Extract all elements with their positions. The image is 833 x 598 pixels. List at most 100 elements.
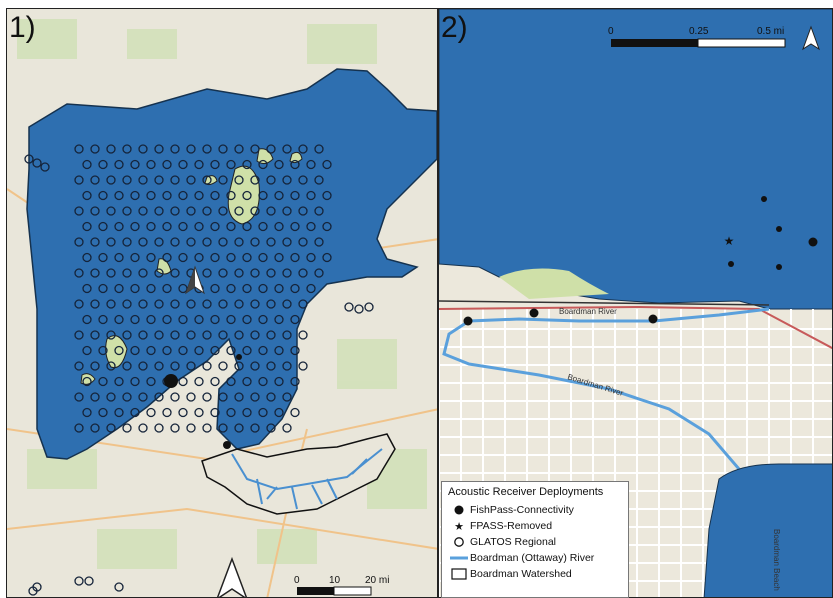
glatos-receiver <box>322 159 332 170</box>
glatos-receiver <box>32 158 42 168</box>
glatos-receiver <box>242 190 252 201</box>
glatos-receiver <box>138 361 148 371</box>
watershed-outline <box>201 433 396 515</box>
glatos-receiver <box>218 299 228 309</box>
open-circle-icon <box>454 537 464 547</box>
glatos-receiver <box>170 237 180 247</box>
glatos-receiver <box>82 252 92 263</box>
glatos-receiver <box>202 175 212 185</box>
glatos-receiver <box>130 407 140 418</box>
glatos-receiver <box>82 283 92 294</box>
svg-text:★: ★ <box>724 234 735 248</box>
glatos-receiver <box>170 423 180 433</box>
glatos-receiver <box>146 376 156 387</box>
glatos-receiver <box>290 221 300 232</box>
glatos-receiver <box>266 144 276 154</box>
glatos-receiver <box>202 392 212 402</box>
glatos-receiver <box>98 252 108 263</box>
legend-label: GLATOS Regional <box>470 536 556 548</box>
glatos-receiver <box>258 345 268 356</box>
glatos-receiver <box>178 221 188 232</box>
glatos-receiver <box>122 268 132 278</box>
glatos-receiver <box>266 299 276 309</box>
map-panel-1: 0 10 20 mi 1) <box>6 8 438 598</box>
glatos-receiver <box>234 144 244 154</box>
svg-text:★: ★ <box>454 521 464 532</box>
glatos-receiver <box>274 159 284 170</box>
glatos-receiver <box>250 330 260 340</box>
legend-item-river: Boardman (Ottaway) River <box>448 550 622 566</box>
glatos-receiver <box>114 159 124 170</box>
map-legend: Acoustic Receiver Deployments FishPass-C… <box>441 481 629 598</box>
glatos-receiver <box>138 268 148 278</box>
glatos-receiver <box>122 299 132 309</box>
glatos-receiver <box>138 299 148 309</box>
glatos-receiver <box>138 175 148 185</box>
glatos-receiver <box>234 361 244 371</box>
fishpass-markers <box>463 196 818 326</box>
glatos-receiver <box>82 407 92 418</box>
glatos-receiver <box>250 299 260 309</box>
glatos-receiver <box>274 345 284 356</box>
glatos-receiver <box>90 237 100 247</box>
legend-label: FPASS-Removed <box>470 520 553 532</box>
glatos-receiver <box>122 144 132 154</box>
glatos-receiver <box>74 361 84 371</box>
glatos-receiver <box>234 392 244 402</box>
glatos-receiver <box>298 237 308 247</box>
glatos-receiver <box>98 376 108 387</box>
glatos-receiver <box>202 268 212 278</box>
glatos-receiver <box>258 376 268 387</box>
glatos-receiver <box>130 345 140 356</box>
glatos-receiver <box>210 376 220 387</box>
scale-tick-1: 10 <box>329 575 341 586</box>
glatos-receiver <box>146 252 156 263</box>
glatos-receiver <box>218 175 228 185</box>
glatos-receiver <box>74 175 84 185</box>
glatos-receiver <box>306 190 316 201</box>
glatos-receiver <box>290 314 300 325</box>
glatos-receiver <box>290 283 300 294</box>
shoreline-park <box>499 268 609 299</box>
glatos-receiver <box>250 144 260 154</box>
glatos-receiver <box>242 159 252 170</box>
outline-box-icon <box>451 568 467 580</box>
panel-label-2: 2) <box>441 11 468 44</box>
glatos-receiver <box>122 330 132 340</box>
scale-tick-2: 20 mi <box>365 575 389 586</box>
glatos-receiver <box>138 423 148 433</box>
glatos-receiver <box>290 252 300 263</box>
glatos-receiver <box>266 206 276 216</box>
glatos-receiver <box>234 268 244 278</box>
glatos-receiver <box>234 330 244 340</box>
glatos-receiver <box>178 190 188 201</box>
glatos-receiver <box>114 376 124 387</box>
glatos-receiver <box>178 345 188 356</box>
glatos-receiver <box>106 392 116 402</box>
glatos-receiver <box>74 423 84 433</box>
glatos-receiver <box>322 221 332 232</box>
glatos-receiver <box>210 221 220 232</box>
glatos-receiver <box>234 237 244 247</box>
glatos-receiver <box>218 330 228 340</box>
glatos-receiver <box>146 221 156 232</box>
glatos-receiver <box>154 175 164 185</box>
glatos-receiver <box>250 237 260 247</box>
glatos-receiver <box>218 206 228 216</box>
scale-tick-2: 0.5 mi <box>757 26 784 37</box>
glatos-receiver <box>218 361 228 371</box>
glatos-receiver <box>250 268 260 278</box>
glatos-receiver <box>170 299 180 309</box>
glatos-receiver <box>290 159 300 170</box>
legend-label: FishPass-Connectivity <box>470 504 574 516</box>
glatos-receiver <box>82 190 92 201</box>
glatos-receiver <box>234 175 244 185</box>
fishpass-markers <box>164 354 242 449</box>
glatos-receiver <box>130 221 140 232</box>
glatos-receiver <box>114 252 124 263</box>
glatos-receiver <box>306 159 316 170</box>
glatos-receiver <box>154 361 164 371</box>
glatos-receiver <box>146 283 156 294</box>
glatos-receiver <box>106 330 116 340</box>
glatos-receiver <box>114 407 124 418</box>
